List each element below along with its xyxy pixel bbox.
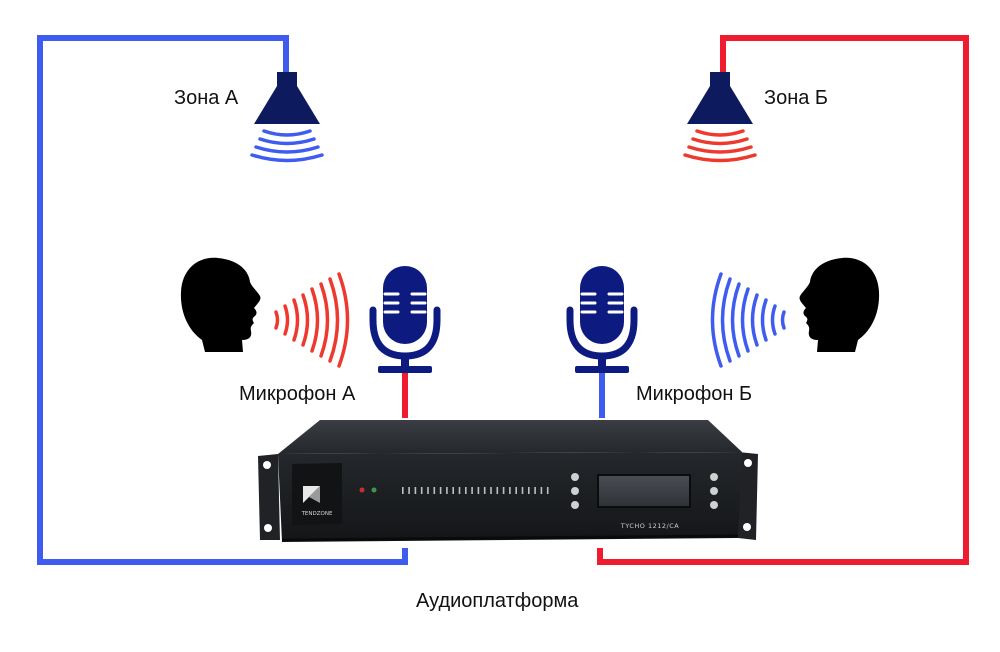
channel-led	[446, 487, 448, 494]
channel-led	[420, 487, 423, 494]
channel-led	[502, 487, 505, 494]
channel-led	[546, 487, 549, 494]
channel-led	[414, 487, 417, 494]
zone-b-label: Зона Б	[764, 87, 829, 109]
channel-led	[534, 487, 536, 494]
channel-led	[521, 487, 524, 494]
zone-b-wire	[597, 35, 969, 565]
person-head-icon	[180, 257, 261, 352]
channel-indicators	[402, 487, 549, 494]
channel-led	[402, 487, 404, 494]
channel-led	[515, 487, 517, 494]
speaker-icon	[683, 72, 757, 163]
sound-waves-icon	[710, 272, 786, 368]
channel-led	[490, 487, 492, 494]
channel-led	[408, 487, 410, 494]
channel-led	[483, 487, 486, 494]
device-brand: TENDZONE	[301, 511, 333, 517]
zone-a-label: Зона А	[174, 87, 239, 109]
channel-led	[465, 487, 467, 494]
channel-led	[477, 487, 480, 494]
device-model: TYCHO 1212/CA	[620, 522, 679, 530]
person-head-icon	[799, 257, 880, 352]
channel-led	[433, 487, 436, 494]
channel-led	[452, 487, 454, 494]
channel-led	[528, 487, 530, 494]
microphone-icon	[369, 266, 441, 373]
channel-led	[439, 487, 442, 494]
channel-led	[458, 487, 461, 494]
channel-led	[540, 487, 543, 494]
zone-a-wire	[37, 35, 408, 565]
audio-platform-label: Аудиоплатформа	[416, 590, 579, 612]
microphone-icon	[566, 266, 638, 373]
channel-led	[496, 487, 499, 494]
audio-rack-device-icon: TENDZONE TYCHO 1212/CA	[258, 420, 758, 542]
sound-waves-icon	[274, 272, 350, 368]
channel-led	[471, 487, 473, 494]
channel-led	[509, 487, 511, 494]
mic-a-label: Микрофон А	[239, 383, 356, 405]
speaker-icon	[250, 72, 324, 163]
mic-b-label: Микрофон Б	[636, 383, 753, 405]
channel-led	[427, 487, 429, 494]
